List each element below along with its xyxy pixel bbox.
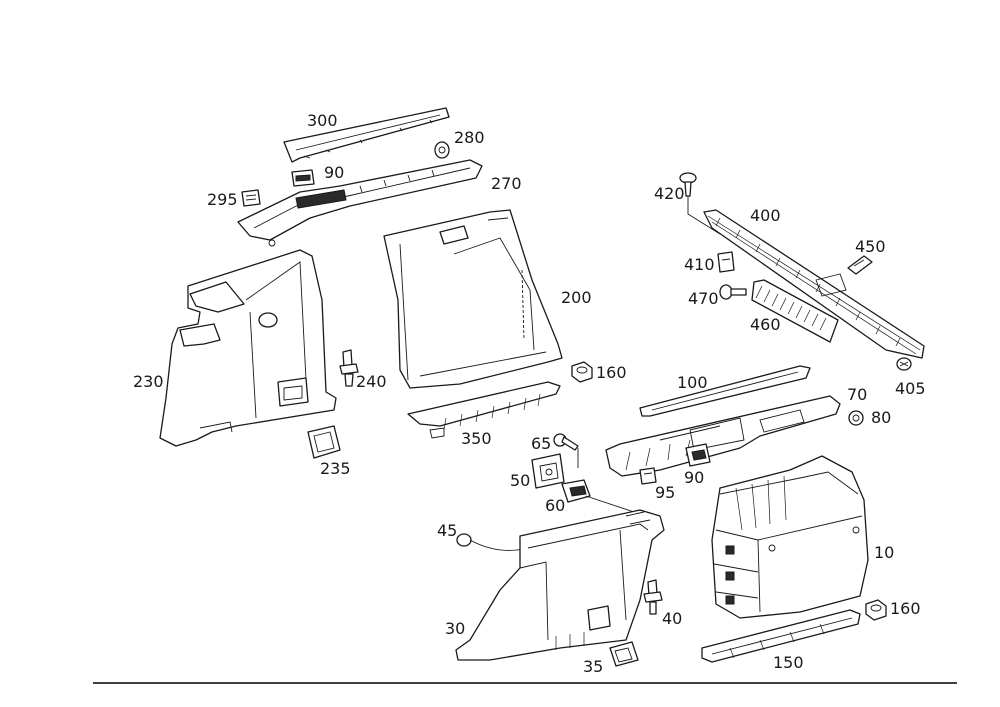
label-235: 235: [320, 459, 351, 478]
label-160-lower: 160: [890, 599, 921, 618]
label-405: 405: [895, 379, 926, 398]
label-95: 95: [655, 483, 675, 502]
label-30: 30: [445, 619, 465, 638]
label-160-upper: 160: [596, 363, 627, 382]
label-270: 270: [491, 174, 522, 193]
label-35: 35: [583, 657, 603, 676]
part-470-screw: [719, 284, 747, 300]
part-50-bracket: [531, 453, 565, 489]
part-230-side-panel: [159, 249, 337, 447]
part-270-cover-strip: [237, 159, 483, 247]
part-295-clip: [241, 189, 261, 207]
label-295: 295: [207, 190, 238, 209]
label-60: 60: [545, 496, 565, 515]
label-240: 240: [356, 372, 387, 391]
part-45-clip: [456, 533, 529, 551]
part-405-bolt: [896, 357, 912, 371]
label-300: 300: [307, 111, 338, 130]
part-240-push-pin: [339, 349, 359, 387]
label-410: 410: [684, 255, 715, 274]
part-450-clip: [847, 255, 873, 275]
label-420: 420: [654, 184, 685, 203]
part-410-nut-clip: [717, 251, 735, 273]
label-80: 80: [871, 408, 891, 427]
label-90-top: 90: [324, 163, 344, 182]
part-90-clip-lower: [685, 443, 711, 467]
label-100: 100: [677, 373, 708, 392]
part-70-carrier: [605, 395, 841, 477]
part-35-cup-insert: [609, 641, 639, 667]
part-160-nut-lower: [865, 599, 887, 621]
part-150-sill-strip: [701, 609, 861, 663]
label-90-lower: 90: [684, 468, 704, 487]
label-280: 280: [454, 128, 485, 147]
label-200: 200: [561, 288, 592, 307]
part-65-screw: [553, 433, 579, 468]
label-450: 450: [855, 237, 886, 256]
label-470: 470: [688, 289, 719, 308]
label-400: 400: [750, 206, 781, 225]
part-60-latch: [561, 479, 641, 515]
part-80-clip: [848, 410, 864, 426]
part-350-guide-rail: [407, 381, 561, 439]
part-10-storage-box: [711, 455, 869, 619]
part-460-grille: [751, 279, 839, 343]
part-160-nut-upper: [571, 361, 593, 383]
part-40-push-pin: [643, 579, 663, 615]
label-150: 150: [773, 653, 804, 672]
part-235-cup-insert: [307, 425, 341, 459]
label-50: 50: [510, 471, 530, 490]
label-230: 230: [133, 372, 164, 391]
part-420-screw: [679, 172, 721, 235]
part-400-cover-panel: [703, 209, 925, 359]
part-280-clip: [434, 141, 450, 159]
label-10: 10: [874, 543, 894, 562]
label-350: 350: [461, 429, 492, 448]
part-90-clip-top: [291, 169, 315, 187]
part-95-clip: [639, 467, 657, 485]
label-45: 45: [437, 521, 457, 540]
label-65: 65: [531, 434, 551, 453]
part-300-trim-strip: [283, 107, 450, 163]
part-30-compartment-panel: [455, 509, 665, 661]
label-40: 40: [662, 609, 682, 628]
part-100-cover-strip: [639, 365, 811, 417]
label-70: 70: [847, 385, 867, 404]
label-460: 460: [750, 315, 781, 334]
part-200-trim-panel: [383, 209, 563, 389]
